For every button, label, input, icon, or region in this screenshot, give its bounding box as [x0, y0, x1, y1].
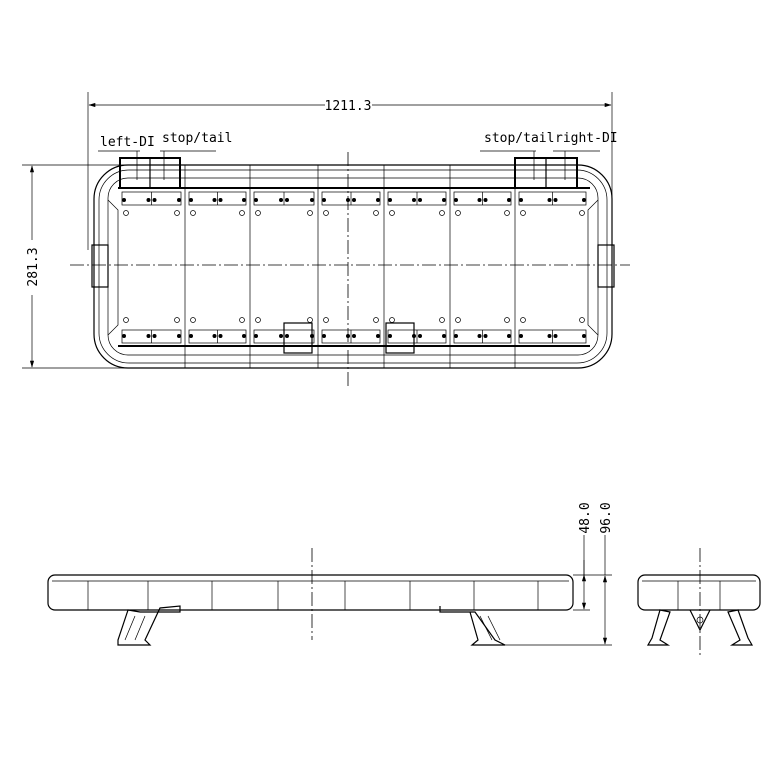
- mounting-foot-right: [439, 606, 506, 646]
- label-stop-tail-left: stop/tail: [162, 131, 232, 146]
- led-modules: [121, 165, 587, 368]
- label-left-di: left-DI: [100, 135, 155, 150]
- end-foot-left: [646, 609, 671, 646]
- dimension-height-total: 96.0: [599, 502, 614, 533]
- label-right-di: right-DI: [555, 131, 618, 146]
- end-foot-right: [727, 609, 754, 646]
- top-view: 1211.3 281.3 left-DI stop/tail stop/tail…: [22, 92, 630, 388]
- label-stop-tail-right: stop/tail: [484, 131, 554, 146]
- lightbar-side: [47, 574, 574, 611]
- end-module-left: [91, 244, 109, 288]
- dimension-height-lens: 48.0: [578, 502, 593, 533]
- side-view: 48.0 96.0: [47, 502, 614, 646]
- lightbar-outline: [93, 164, 613, 369]
- end-view: [637, 548, 761, 655]
- mounting-foot-left: [117, 605, 181, 646]
- dimension-length: 1211.3: [325, 99, 372, 114]
- dimension-width: 281.3: [26, 247, 41, 286]
- end-module-right: [597, 244, 615, 288]
- lightbar-end: [637, 574, 761, 611]
